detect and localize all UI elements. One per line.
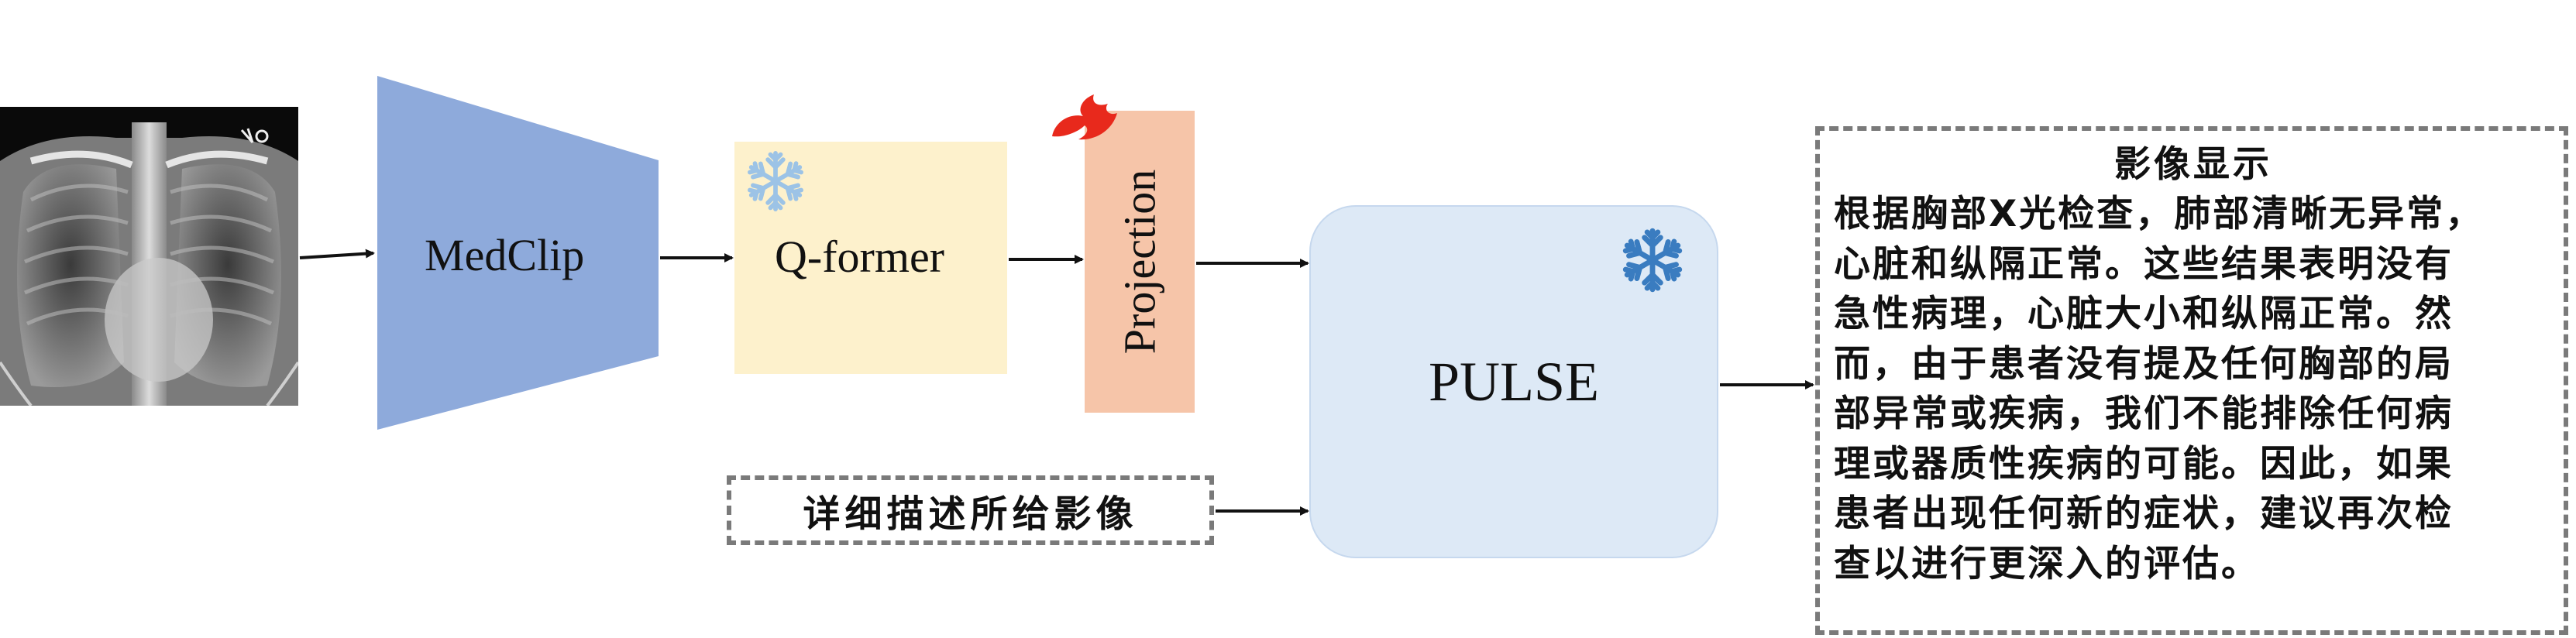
projection-block: Projection — [1085, 111, 1195, 413]
snowflake-icon — [744, 149, 807, 217]
medclip-label: MedClip — [425, 230, 585, 280]
output-line: 而，由于患者没有提及任何胸部的局 — [1834, 342, 2454, 386]
output-line: 患者出现任何新的症状，建议再次检 — [1834, 492, 2454, 535]
output-line: 根据胸部X光检查，肺部清晰无异常， — [1834, 193, 2485, 235]
qformer-block: Q-former — [734, 142, 1007, 374]
projection-label: Projection — [1114, 169, 1165, 355]
output-report-box: 影像显示 根据胸部X光检查，肺部清晰无异常， 心脏和纵隔正常。这些结果表明没有 … — [1815, 126, 2568, 635]
output-line: 急性病理，心脏大小和纵隔正常。然 — [1834, 293, 2454, 335]
output-title: 影像显示 — [2114, 143, 2272, 186]
fire-icon — [1047, 90, 1119, 153]
chest-xray-image — [0, 107, 298, 406]
qformer-label: Q-former — [775, 232, 945, 282]
medclip-encoder-shape — [377, 76, 659, 430]
output-line: 部异常或疾病，我们不能排除任何病 — [1834, 393, 2454, 435]
prompt-box: 详细描述所给影像 — [727, 475, 1214, 545]
pulse-llm-block: PULSE — [1309, 205, 1718, 558]
pulse-label: PULSE — [1428, 351, 1600, 413]
prompt-text: 详细描述所给影像 — [803, 492, 1138, 536]
output-line: 理或器质性疾病的可能。因此，如果 — [1834, 442, 2454, 485]
snowflake-icon — [1619, 227, 1686, 297]
output-line: 查以进行更深入的评估。 — [1834, 542, 2260, 585]
arrow-xray-to-medclip — [299, 249, 375, 259]
output-line: 心脏和纵隔正常。这些结果表明没有 — [1834, 242, 2454, 286]
